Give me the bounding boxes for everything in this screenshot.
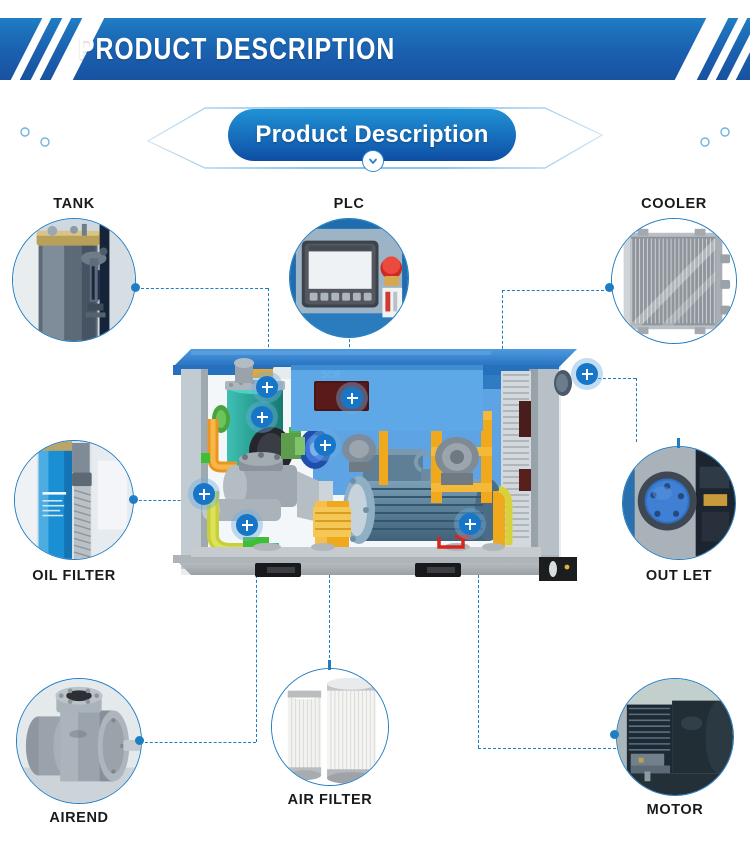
connector-airend-vertical [256, 560, 257, 742]
plc-controller-panel-image [290, 219, 408, 337]
banner-title: PRODUCT DESCRIPTION [78, 31, 396, 66]
screw-air-compressor-cutaway: SCR [163, 341, 598, 613]
node-tank[interactable]: TANK [12, 196, 140, 342]
node-cooler-connector-dot [605, 283, 614, 292]
connector-airend-horizontal [140, 742, 256, 743]
connector-outlet-horizontal [588, 378, 636, 379]
connector-cooler-vertical [502, 290, 503, 354]
node-airend-connector-dot [135, 736, 144, 745]
node-outlet-label: OUT LET [645, 568, 713, 584]
connector-motor-vertical [478, 560, 479, 748]
aluminium-cooler-radiator-image [612, 219, 736, 343]
connector-oil-filter-horizontal [134, 500, 200, 501]
node-cooler[interactable]: COOLER [605, 196, 737, 344]
hotspot-coupling[interactable] [314, 434, 336, 456]
node-plc-label: PLC [333, 196, 365, 212]
blue-oil-filter-cartridge-image [15, 441, 133, 559]
node-outlet-photo [622, 446, 736, 560]
node-motor-connector-dot [610, 730, 619, 739]
node-tank-photo [12, 218, 136, 342]
node-air-filter-connector-stem [328, 660, 331, 670]
connector-air-filter-vertical [329, 560, 330, 668]
section-heading: Product Description [0, 98, 750, 178]
node-motor[interactable]: MOTOR [610, 678, 734, 818]
node-airend-photo [16, 678, 142, 804]
node-outlet-connector-stem [677, 438, 680, 448]
node-cooler-photo [611, 218, 737, 344]
node-oil-filter-label: OIL FILTER [32, 568, 116, 584]
connector-motor-horizontal [478, 748, 616, 749]
node-airend[interactable]: AIREND [16, 678, 144, 826]
node-cooler-label: COOLER [641, 196, 707, 212]
node-air-filter-label: AIR FILTER [287, 792, 373, 808]
node-oil-filter[interactable]: OIL FILTER [14, 440, 138, 584]
product-description-pill[interactable]: Product Description [228, 109, 516, 161]
node-outlet[interactable]: OUT LET [622, 438, 736, 584]
hotspot-cooler-top[interactable] [256, 376, 278, 398]
connector-cooler-horizontal [502, 290, 609, 291]
node-air-filter-photo [271, 668, 389, 786]
connector-tank-horizontal [141, 288, 268, 289]
air-receiver-tank-image [13, 219, 135, 341]
connector-tank-vertical [268, 288, 269, 388]
hotspot-outlet[interactable] [576, 363, 598, 385]
page-header-banner: PRODUCT DESCRIPTION [0, 18, 750, 80]
hotspot-motor[interactable] [459, 513, 481, 535]
node-air-filter[interactable]: AIR FILTER [271, 660, 389, 808]
heading-decoration-lines [20, 107, 730, 169]
node-tank-connector-dot [131, 283, 140, 292]
node-airend-label: AIREND [49, 810, 109, 826]
air-outlet-flange-image [623, 447, 735, 559]
node-oil-filter-connector-dot [129, 495, 138, 504]
compressor-drawing: SCR [173, 349, 577, 581]
node-plc-photo [289, 218, 409, 338]
node-tank-label: TANK [53, 196, 95, 212]
connector-outlet-vertical [636, 378, 637, 442]
hotspot-tank[interactable] [251, 406, 273, 428]
banner-background [0, 18, 750, 80]
chevron-down-icon[interactable] [362, 150, 384, 172]
hotspot-airend[interactable] [236, 514, 258, 536]
screw-airend-element-image [17, 679, 141, 803]
hotspot-plc-display[interactable] [341, 387, 363, 409]
node-motor-label: MOTOR [646, 802, 704, 818]
node-plc[interactable]: PLC [289, 196, 409, 338]
air-filter-cartridges-image [272, 669, 388, 785]
chevron-down-glyph [369, 158, 377, 164]
pill-label: Product Description [255, 121, 489, 148]
node-oil-filter-photo [14, 440, 134, 560]
node-motor-photo [616, 678, 734, 796]
svg-text:SCR: SCR [321, 370, 341, 380]
electric-motor-image [617, 679, 733, 795]
hotspot-oil-filter[interactable] [193, 483, 215, 505]
